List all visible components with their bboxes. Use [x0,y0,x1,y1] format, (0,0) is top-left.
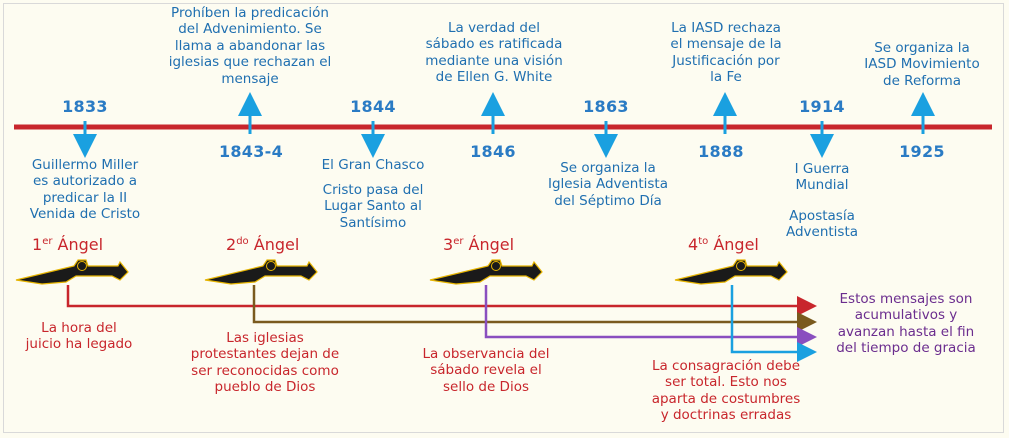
year-1925: 1925 [899,142,945,161]
angel-4-label: 4to Ángel [688,235,759,254]
year-1888: 1888 [698,142,744,161]
year-1863: 1863 [583,97,629,116]
message-line-3 [484,285,817,347]
angel-4-figure [674,259,788,285]
event-1844-gran-chasco: El Gran Chasco [321,157,425,173]
year-1844: 1844 [350,97,396,116]
year-1843-4: 1843-4 [218,142,284,161]
year-1846: 1846 [470,142,516,161]
message-line-1 [66,285,817,316]
angel-1-label: 1er Ángel [32,235,104,254]
message-line-4 [730,285,817,362]
year-1833: 1833 [62,97,108,116]
angel-3-label: 3er Ángel [443,235,515,254]
angel-2-label: 2do Ángel [226,235,300,254]
angel-1-figure [15,259,129,285]
year-1914: 1914 [799,97,845,116]
angel-3-figure [429,259,543,285]
diagram-frame [3,3,1004,433]
angel-2-figure [204,259,318,285]
message-line-2 [252,285,817,332]
